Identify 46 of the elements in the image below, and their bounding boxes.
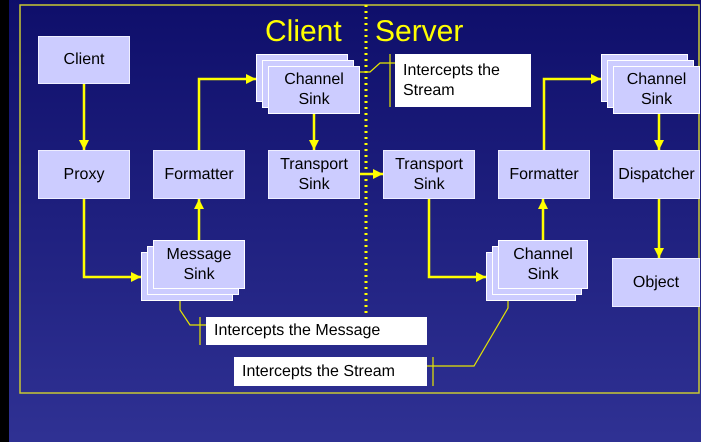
arrow — [542, 74, 601, 150]
node-label: Client — [62, 50, 106, 70]
node-label: Transport Sink — [394, 154, 464, 194]
callout-text: Intercepts the Message — [214, 321, 380, 341]
section-title: Server — [375, 15, 464, 49]
node-label: Channel Sink — [283, 70, 345, 110]
arrow — [309, 114, 319, 150]
leader-line — [359, 53, 396, 108]
stacked-box — [486, 240, 588, 301]
process-box — [612, 258, 700, 307]
process-box — [153, 150, 245, 199]
arrow — [654, 114, 664, 150]
stacked-box — [256, 54, 360, 114]
arrow — [360, 169, 383, 179]
process-box — [383, 150, 475, 199]
process-box — [38, 36, 130, 84]
process-box — [498, 150, 590, 199]
arrow — [79, 84, 89, 150]
node-label: Proxy — [62, 164, 106, 184]
leader-line — [426, 300, 509, 387]
node-label: Object — [632, 272, 680, 292]
callout-text: Intercepts the Stream — [403, 60, 501, 100]
node-label: Transport Sink — [279, 154, 349, 194]
arrow — [82, 199, 141, 282]
stacked-box — [141, 240, 245, 301]
callout-box — [206, 317, 427, 345]
node-label: Message Sink — [166, 244, 232, 284]
section-title: Client — [265, 15, 342, 49]
node-label: Dispatcher — [617, 164, 696, 184]
arrow — [538, 199, 548, 240]
leader-line — [179, 300, 207, 346]
callout-box — [234, 357, 427, 386]
arrow — [428, 199, 486, 282]
callout-box — [395, 54, 531, 107]
node-label: Channel Sink — [512, 244, 574, 284]
arrow — [194, 199, 204, 240]
node-label: Channel Sink — [626, 70, 688, 110]
callout-text: Intercepts the Stream — [242, 362, 395, 382]
arrow — [654, 199, 664, 258]
arrow — [198, 74, 256, 150]
process-box — [613, 150, 700, 199]
node-label: Formatter — [508, 164, 580, 184]
stacked-box — [601, 54, 700, 114]
node-label: Formatter — [163, 164, 235, 184]
process-box — [38, 150, 130, 199]
process-box — [268, 150, 360, 199]
